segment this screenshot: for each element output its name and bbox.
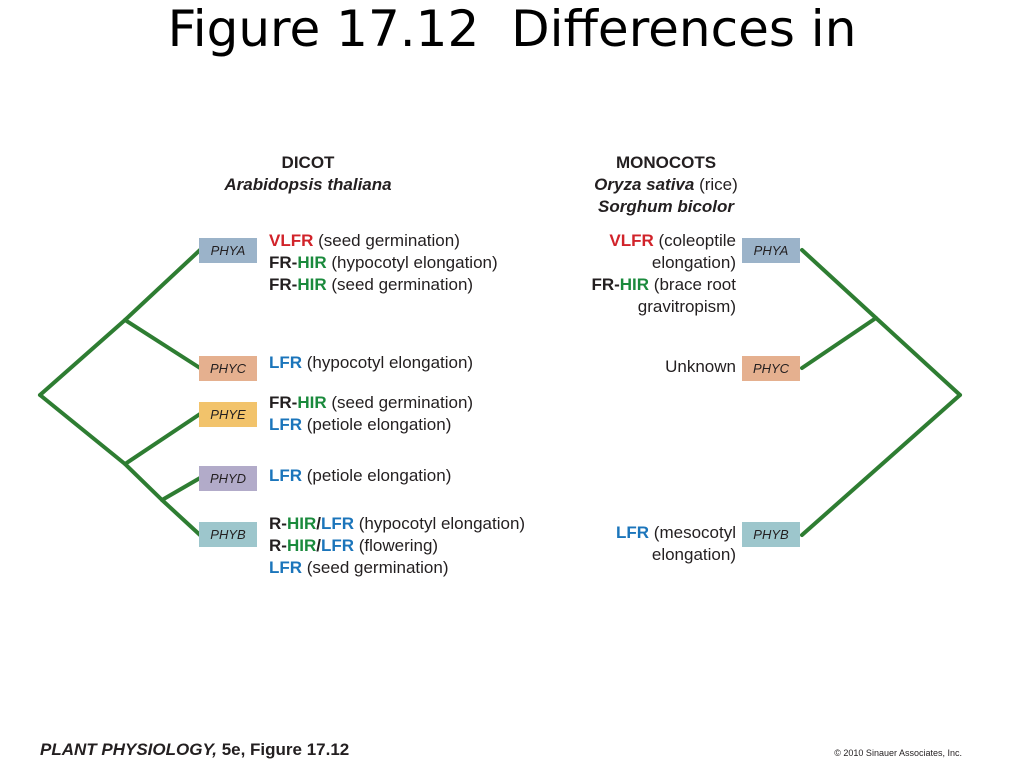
response-type-lfr: LFR [269,466,303,485]
response-type-pre: FR- [269,253,298,272]
monocot-gene-phya: PHYA [742,238,800,263]
response-line: LFR (seed germination) [269,557,525,579]
response-description: (petiole elongation) [302,415,452,434]
response-type-pre: FR- [269,275,298,294]
response-description: (seed germination) [326,393,474,412]
response-line: LFR (petiole elongation) [269,465,451,487]
dicot-gene-phye: PHYE [199,402,257,427]
response-line: LFR (mesocotyl [616,522,736,544]
response-type-vlfr: VLFR [269,231,314,250]
response-line: VLFR (seed germination) [269,230,498,252]
response-type-vlfr: VLFR [609,231,654,250]
dicot-branch-phyc [123,318,202,370]
response-type-pre: / [316,514,321,533]
response-description: (seed germination) [302,558,449,577]
dicot-gene-phyc: PHYC [199,356,257,381]
response-line: elongation) [591,252,736,274]
response-type-hir: HIR [286,536,317,555]
response-description: gravitropism) [637,297,736,316]
response-description: (coleoptile [653,231,737,250]
monocot-species: Oryza sativa [594,175,695,194]
response-line: FR-HIR (brace root [591,274,736,296]
dicot-header: DICOT Arabidopsis thaliana [200,152,416,196]
monocot-branch-phyc [800,316,878,370]
response-description: elongation) [651,253,736,272]
dicot-branch-phyd [160,476,202,502]
dicot-group-label: DICOT [281,153,335,172]
response-line: LFR (hypocotyl elongation) [269,352,473,374]
response-line: elongation) [616,544,736,566]
response-type-lfr: LFR [269,415,303,434]
dicot-gene-phyd: PHYD [199,466,257,491]
response-type-lfr: LFR [320,514,355,533]
response-type-hir: HIR [286,514,317,533]
monocot-branch-phya [800,248,962,397]
dicot-phya-responses: VLFR (seed germination)FR-HIR (hypocotyl… [269,230,498,296]
response-description: (hypocotyl elongation) [354,514,526,533]
response-description: Unknown [665,357,736,376]
dicot-gene-phya: PHYA [199,238,257,263]
response-type-hir: HIR [297,275,327,294]
monocot-group-label: MONOCOTS [615,153,717,172]
response-line: gravitropism) [591,296,736,318]
response-line: R-HIR/LFR (flowering) [269,535,525,557]
monocot-gene-phyc: PHYC [742,356,800,381]
response-line: FR-HIR (seed germination) [269,274,498,296]
response-type-pre: FR- [269,393,298,412]
response-description: (mesocotyl [649,523,736,542]
response-description: (hypocotyl elongation) [302,353,474,372]
monocot-species-line: Oryza sativa (rice) [566,174,766,196]
response-description: (seed germination) [313,231,460,250]
response-type-hir: HIR [297,393,327,412]
response-line: Unknown [665,356,736,378]
response-line: VLFR (coleoptile [591,230,736,252]
response-description: (hypocotyl elongation) [326,253,498,272]
response-type-hir: HIR [297,253,327,272]
monocot-species-note: (rice) [694,175,738,194]
monocot-phyc-responses: Unknown [665,356,736,378]
dicot-phyb-responses: R-HIR/LFR (hypocotyl elongation)R-HIR/LF… [269,513,525,579]
monocot-header: MONOCOTS Oryza sativa (rice) Sorghum bic… [566,152,766,218]
dicot-phye-responses: FR-HIR (seed germination)LFR (petiole el… [269,392,473,436]
response-type-pre: FR- [591,275,620,294]
response-type-lfr: LFR [320,536,355,555]
response-line: FR-HIR (hypocotyl elongation) [269,252,498,274]
dicot-phyc-responses: LFR (hypocotyl elongation) [269,352,473,374]
response-description: (petiole elongation) [302,466,452,485]
monocot-species-2: Sorghum bicolor [598,197,734,216]
response-description: (brace root [649,275,736,294]
copyright: © 2010 Sinauer Associates, Inc. [834,748,962,758]
response-type-hir: HIR [619,275,650,294]
dicot-branch-lower [38,393,202,466]
figure-credit: PLANT PHYSIOLOGY, 5e, Figure 17.12 [40,740,349,760]
slide-title: Figure 17.12 Differences in [167,0,857,58]
response-type-pre: / [316,536,321,555]
response-description: (flowering) [354,536,439,555]
response-description: (seed germination) [326,275,474,294]
response-type-pre: R- [269,514,287,533]
monocot-branch-phyb [800,393,962,537]
response-type-pre: R- [269,536,287,555]
dicot-gene-phyb: PHYB [199,522,257,547]
figure-reference: 5e, Figure 17.12 [221,740,350,759]
response-line: FR-HIR (seed germination) [269,392,473,414]
response-line: LFR (petiole elongation) [269,414,473,436]
response-type-lfr: LFR [616,523,650,542]
dicot-branch-phya [38,248,202,397]
dicot-phyd-responses: LFR (petiole elongation) [269,465,451,487]
response-description: elongation) [651,545,736,564]
book-title: PLANT PHYSIOLOGY, [40,740,222,759]
response-line: R-HIR/LFR (hypocotyl elongation) [269,513,525,535]
dicot-species: Arabidopsis thaliana [224,175,392,194]
response-type-lfr: LFR [269,558,303,577]
response-type-lfr: LFR [269,353,303,372]
monocot-gene-phyb: PHYB [742,522,800,547]
